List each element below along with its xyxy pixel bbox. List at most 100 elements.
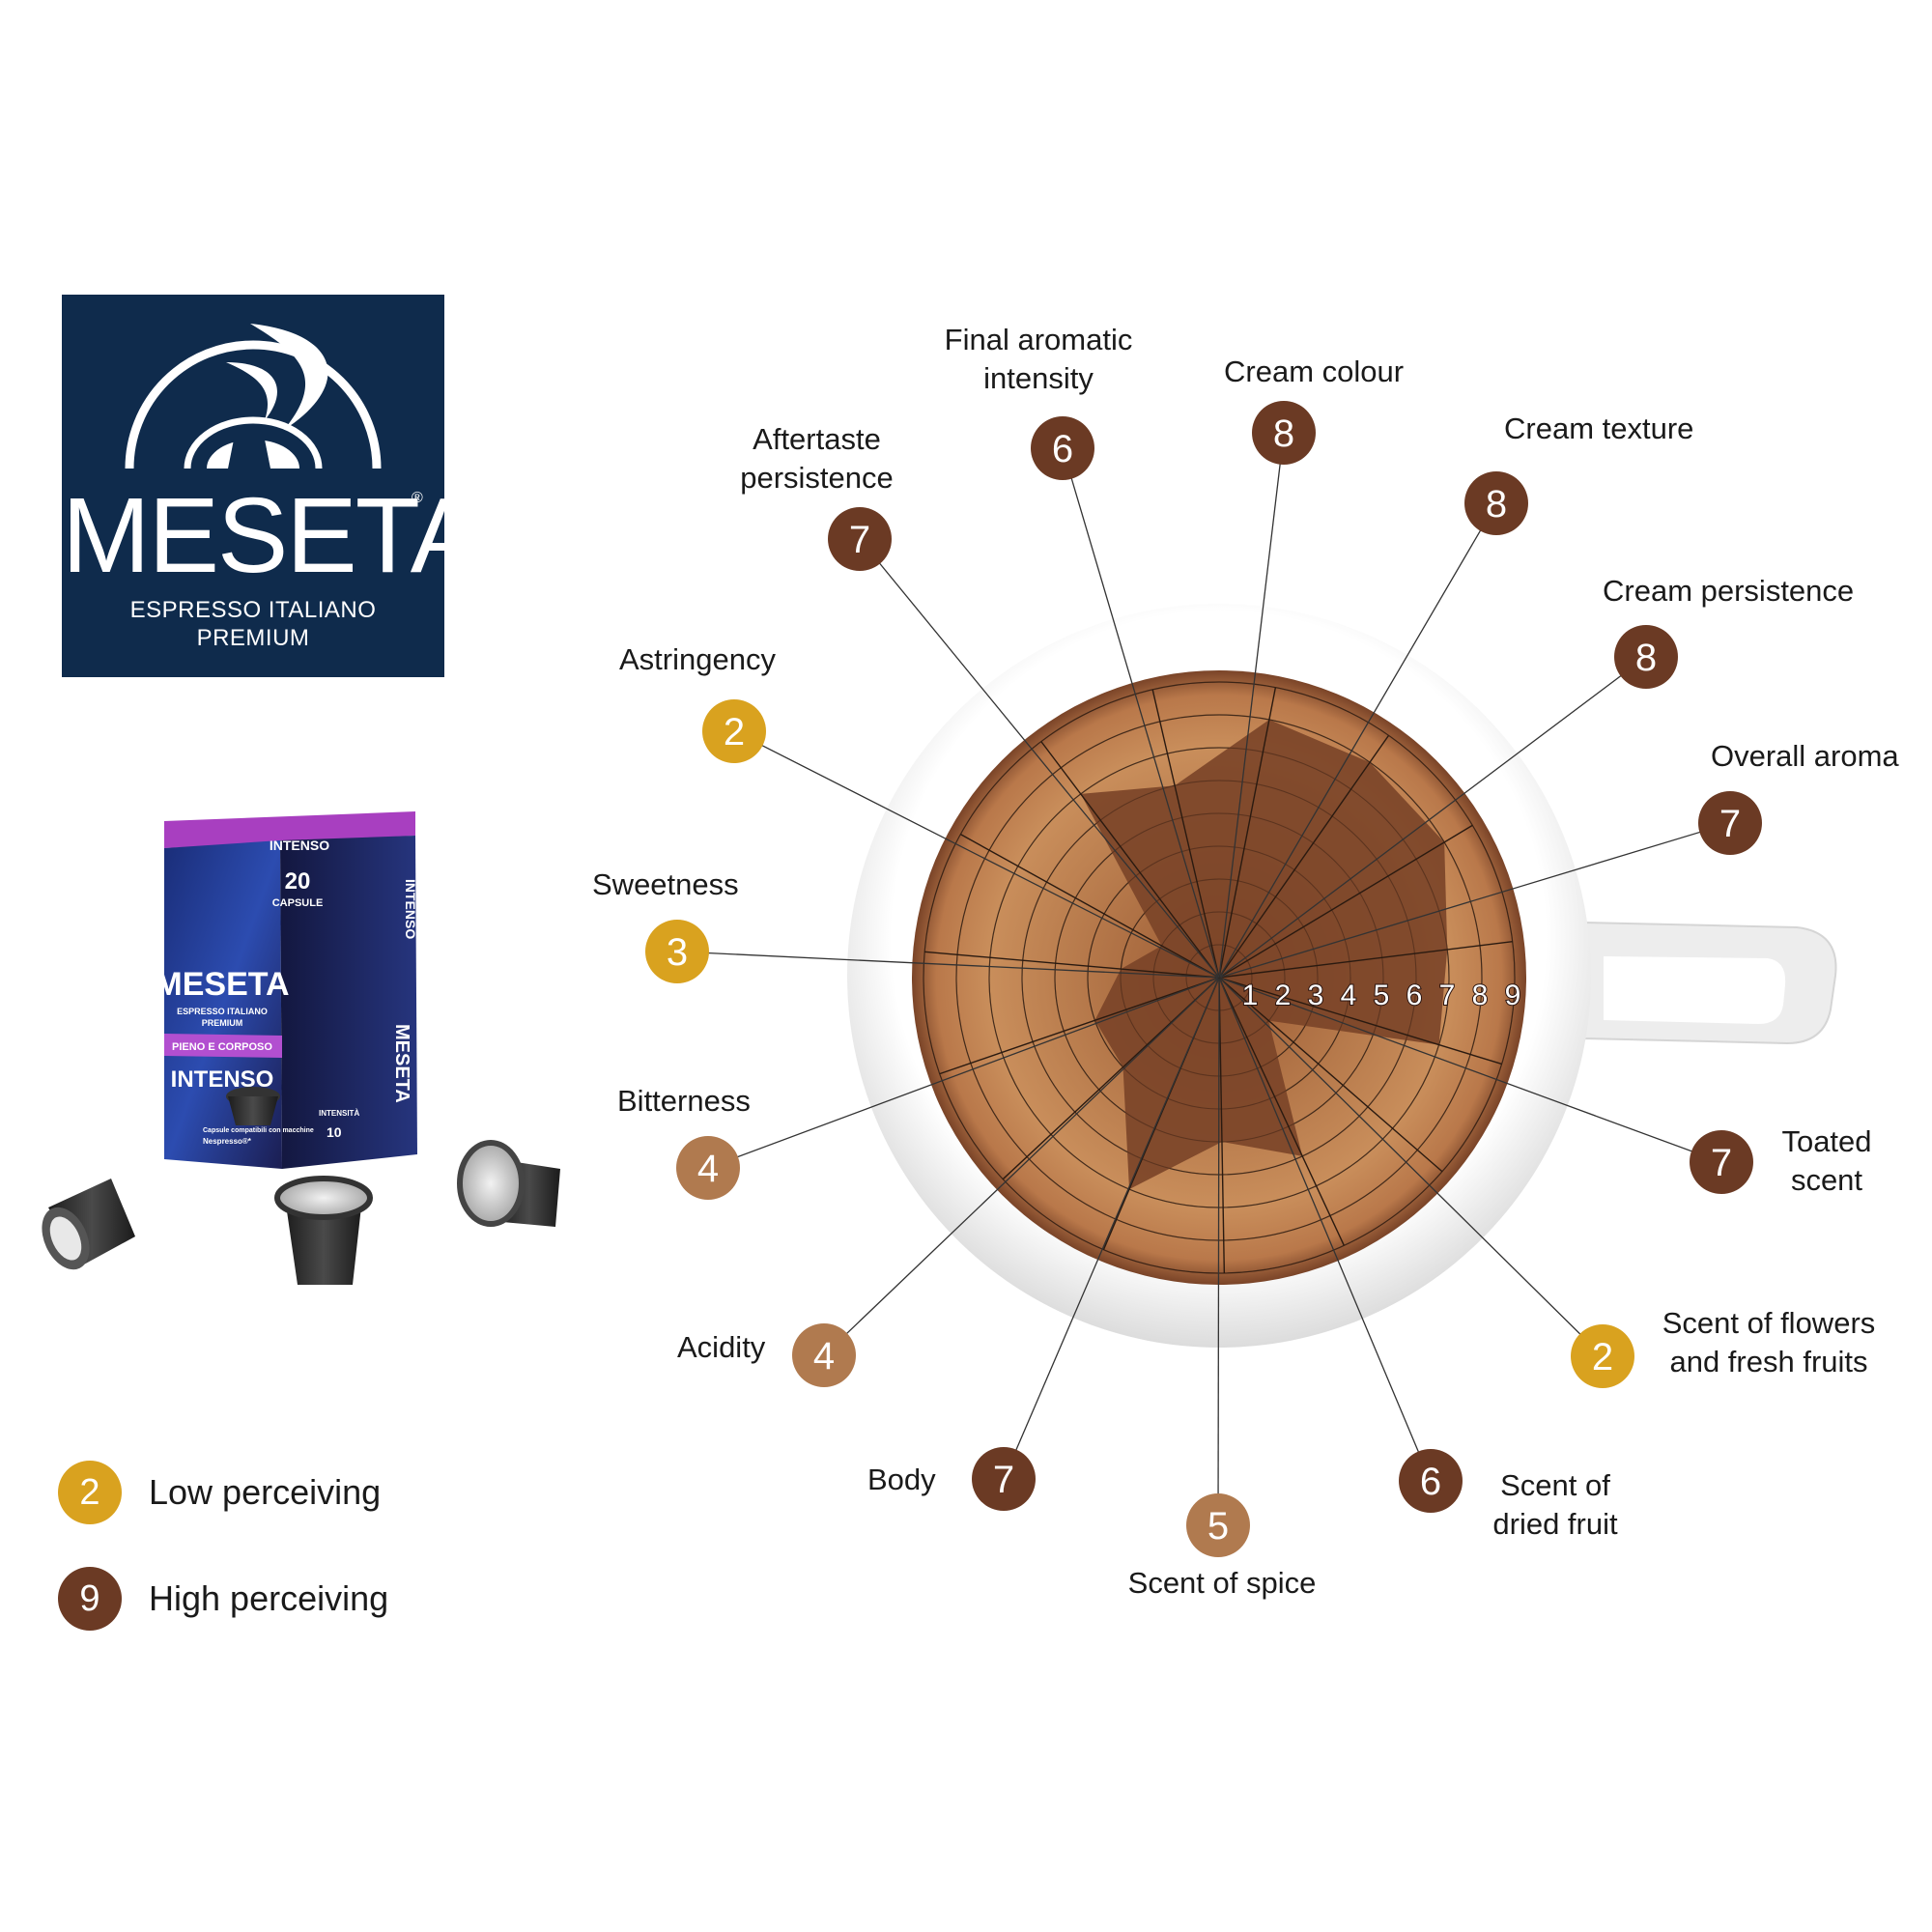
- box-compat-text: Capsule compatibili con macchine: [203, 1127, 314, 1134]
- leader-scent-of-spice: [1217, 977, 1220, 1526]
- label-astringency: Astringency: [619, 642, 776, 676]
- badge-cream-persistence: [1614, 625, 1678, 689]
- badge-acidity: [792, 1323, 856, 1387]
- registered-mark: ®: [412, 490, 423, 506]
- label-overall-aroma: Overall aroma: [1711, 739, 1899, 773]
- badge-value-scent-of-spice: 5: [1208, 1505, 1229, 1548]
- brand-subtitle-2: PREMIUM: [196, 625, 310, 651]
- badge-value-astringency: 2: [724, 711, 745, 753]
- box-count-unit: CAPSULE: [272, 897, 324, 909]
- leader-acidity: [823, 977, 1220, 1356]
- box-subtitle-2: PREMIUM: [202, 1018, 243, 1028]
- scale-tick-3: 3: [1308, 980, 1324, 1011]
- spoke-aftertaste-persistence: [1040, 741, 1220, 979]
- leader-cream-texture: [1218, 502, 1497, 979]
- spoke-scent-of-spice: [1218, 977, 1226, 1273]
- legend-low-badge: 2: [58, 1461, 122, 1524]
- leader-aftertaste-persistence: [859, 538, 1220, 979]
- leader-scent-of-flowers-and-fresh-fruits: [1218, 977, 1604, 1357]
- spoke-cream-colour: [1218, 687, 1277, 979]
- spoke-toated-scent: [1218, 977, 1502, 1065]
- box-top: [164, 811, 415, 848]
- badge-value-cream-persistence: 8: [1635, 637, 1657, 679]
- spoke-scent-of-flowers-and-fresh-fruits: [1218, 977, 1443, 1173]
- label-final-aromatic-intensity: Final aromatic intensity: [944, 323, 1133, 395]
- legend-low-label: Low perceiving: [149, 1472, 382, 1512]
- box-compat-brand: Nespresso®*: [203, 1137, 252, 1146]
- scale-tick-7: 7: [1439, 980, 1456, 1011]
- label-cream-colour: Cream colour: [1224, 355, 1405, 388]
- badge-aftertaste-persistence: [828, 507, 892, 571]
- leader-cream-persistence: [1218, 656, 1647, 979]
- badge-scent-of-flowers-and-fresh-fruits: [1571, 1324, 1634, 1388]
- badge-value-cream-colour: 8: [1273, 412, 1294, 455]
- leader-bitterness: [707, 977, 1220, 1169]
- badge-value-body: 7: [993, 1459, 1014, 1501]
- leader-toated-scent: [1218, 977, 1722, 1163]
- label-toated-scent: Toated scent: [1781, 1124, 1872, 1197]
- scale-tick-1: 1: [1242, 980, 1259, 1011]
- brand-subtitle-1: ESPRESSO ITALIANO: [129, 597, 377, 623]
- leader-astringency: [733, 730, 1220, 979]
- spoke-cream-persistence: [1218, 824, 1473, 979]
- legend-high-label: High perceiving: [149, 1578, 389, 1618]
- badge-toated-scent: [1690, 1130, 1753, 1194]
- badge-sweetness: [645, 920, 709, 983]
- badge-value-aftertaste-persistence: 7: [849, 519, 870, 561]
- label-aftertaste-persistence: Aftertaste persistence: [740, 422, 894, 495]
- capsule-right: [457, 1140, 560, 1227]
- badge-cream-texture: [1464, 471, 1528, 535]
- spoke-final-aromatic-intensity: [1151, 689, 1220, 979]
- legend-low: 2 Low perceiving: [58, 1459, 381, 1526]
- box-side-variant: INTENSO: [403, 879, 418, 939]
- cup-handle-inner: [1604, 956, 1786, 1024]
- badge-body: [972, 1447, 1036, 1511]
- leader-body: [1003, 977, 1220, 1480]
- box-intensity-label: INTENSITÀ: [319, 1109, 359, 1118]
- label-scent-of-dried-fruit: Scent of dried fruit: [1492, 1468, 1618, 1541]
- label-bitterness: Bitterness: [617, 1084, 751, 1118]
- box-side: [280, 836, 417, 1169]
- badge-scent-of-dried-fruit: [1399, 1449, 1463, 1513]
- profile-area: [1080, 719, 1448, 1190]
- badge-overall-aroma: [1698, 791, 1762, 855]
- leader-scent-of-dried-fruit: [1218, 977, 1432, 1482]
- badge-value-acidity: 4: [813, 1335, 835, 1378]
- meseta-logo: MESETA ® ESPRESSO ITALIANO PREMIUM: [62, 295, 481, 677]
- badge-value-final-aromatic-intensity: 6: [1052, 428, 1073, 470]
- badge-final-aromatic-intensity: [1031, 416, 1094, 480]
- box-top-variant: INTENSO: [270, 838, 329, 853]
- label-acidity: Acidity: [677, 1330, 766, 1364]
- leader-final-aromatic-intensity: [1062, 447, 1220, 979]
- capsule-front: [274, 1176, 373, 1285]
- badge-value-toated-scent: 7: [1711, 1142, 1732, 1184]
- badge-value-cream-texture: 8: [1486, 483, 1507, 526]
- spoke-scent-of-dried-fruit: [1218, 977, 1345, 1246]
- label-scent-of-flowers: Scent of flowers and fresh fruits: [1662, 1306, 1876, 1378]
- spoke-sweetness: [924, 951, 1220, 979]
- capsule-left: [42, 1179, 135, 1270]
- steam-cup-icon: [125, 324, 382, 469]
- spoke-overall-aroma: [1218, 941, 1513, 979]
- brand-name: MESETA: [62, 476, 481, 595]
- badge-value-bitterness: 4: [697, 1148, 719, 1190]
- badge-value-sweetness: 3: [667, 931, 688, 974]
- scale-tick-9: 9: [1505, 980, 1521, 1011]
- box-subtitle-1: ESPRESSO ITALIANO: [177, 1007, 268, 1016]
- label-cream-persistence: Cream persistence: [1603, 574, 1855, 608]
- leader-sweetness: [676, 951, 1220, 979]
- leader-overall-aroma: [1218, 822, 1731, 979]
- box-tagline: PIENO E CORPOSO: [172, 1041, 272, 1053]
- legend-high: 9 High perceiving: [58, 1565, 388, 1633]
- scale-tick-4: 4: [1341, 980, 1357, 1011]
- badge-value-overall-aroma: 7: [1719, 803, 1741, 845]
- box-side-brand: MESETA: [391, 1024, 412, 1103]
- label-scent-of-spice: Scent of spice: [1127, 1566, 1317, 1600]
- label-sweetness: Sweetness: [592, 867, 739, 901]
- box-brand: MESETA: [155, 966, 289, 1003]
- scale-tick-5: 5: [1374, 980, 1390, 1011]
- badge-cream-colour: [1252, 401, 1316, 465]
- badge-value-scent-of-dried-fruit: 6: [1420, 1461, 1441, 1503]
